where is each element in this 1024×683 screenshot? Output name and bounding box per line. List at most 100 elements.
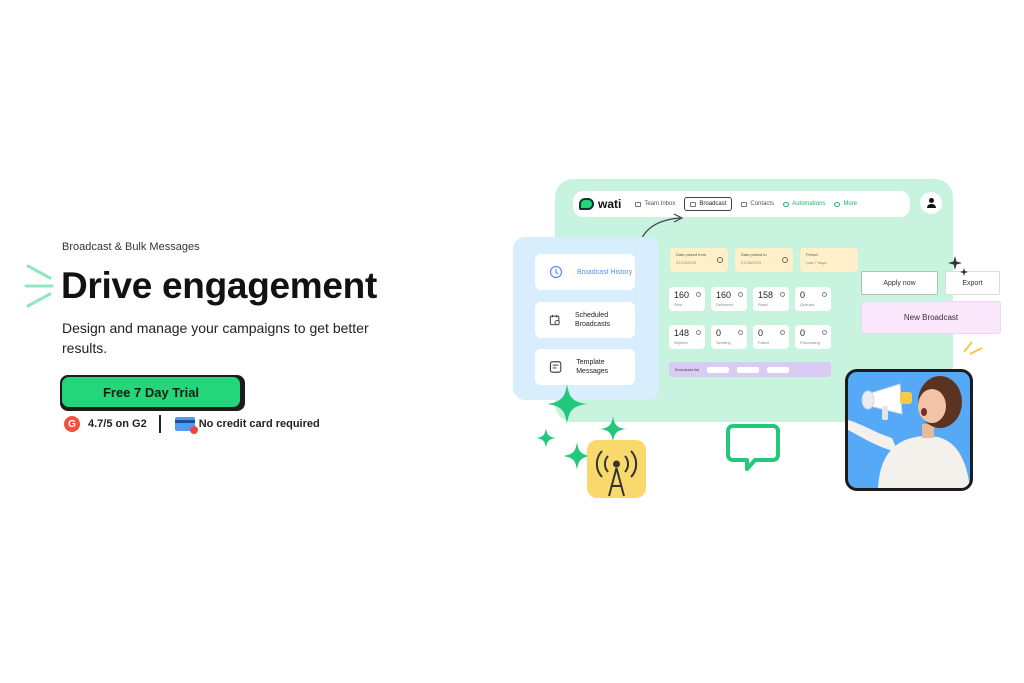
date-to-value: 07/26/2023 <box>741 260 762 265</box>
app-navbar: wati Team Inbox Broadcast Contacts Autom… <box>573 191 910 217</box>
no-card-text: No credit card required <box>198 418 320 430</box>
avatar-head <box>928 198 934 203</box>
menu-template-messages[interactable]: Template Messages <box>535 349 635 385</box>
nav-more[interactable]: More <box>834 201 857 207</box>
green-sparkle-medium-icon <box>563 442 591 470</box>
menu-label: Scheduled Broadcasts <box>575 312 611 328</box>
stat-icon <box>822 330 827 335</box>
menu-label: Template Messages <box>576 359 609 375</box>
green-sparkle-icon <box>547 384 587 424</box>
filter-field[interactable] <box>737 366 760 373</box>
apply-now-button[interactable]: Apply now <box>861 271 938 295</box>
history-icon <box>549 265 563 279</box>
menu-broadcast-history[interactable]: Broadcast History <box>535 254 635 290</box>
period-select[interactable]: Period Last 7 days <box>800 248 858 272</box>
nav-broadcast[interactable]: Broadcast <box>684 197 733 211</box>
stat-value: 0 <box>716 328 722 338</box>
filter-field[interactable] <box>707 366 730 373</box>
export-button[interactable]: Export <box>945 271 1000 295</box>
stat-label: Processing <box>800 340 820 345</box>
nav-label: Broadcast <box>699 201 727 207</box>
stat-value: 0 <box>800 290 806 300</box>
date-to-field[interactable]: Date picked to 07/26/2023 <box>735 248 793 272</box>
broadcast-icon <box>690 201 697 207</box>
nav-team-inbox[interactable]: Team Inbox <box>635 201 675 207</box>
nav-contacts[interactable]: Contacts <box>741 201 774 207</box>
stat-value: 0 <box>758 328 764 338</box>
stat-icon <box>738 330 743 335</box>
stat-label: Failed <box>758 340 769 345</box>
date-from-field[interactable]: Date picked from 07/19/2023 <box>670 248 728 272</box>
stat-icon <box>780 292 785 297</box>
calendar-clock-icon <box>549 314 560 326</box>
period-value: Last 7 days <box>806 260 827 265</box>
period-label: Period <box>806 252 818 257</box>
nav-label: Contacts <box>750 201 775 207</box>
stat-value: 148 <box>674 328 690 338</box>
broadcast-list-bar: Broadcast list <box>669 362 831 377</box>
stat-label: Read <box>758 302 768 307</box>
stat-icon <box>780 330 785 335</box>
chat-logo-icon <box>579 198 594 210</box>
more-icon <box>834 201 841 207</box>
broadcast-list-label: Broadcast list <box>675 367 700 372</box>
cta-shadow: Free 7 Day Trial <box>60 375 245 411</box>
sparkle-icon <box>948 256 968 276</box>
user-avatar-icon[interactable] <box>920 192 942 214</box>
date-from-value: 07/19/2023 <box>676 260 697 265</box>
person-megaphone-image <box>845 369 973 491</box>
nav-label: Team Inbox <box>644 201 676 207</box>
stat-label: Sent <box>674 302 683 307</box>
contacts-icon <box>741 201 748 207</box>
logo-text: wati <box>598 197 622 211</box>
g2-logo-icon: G <box>64 416 80 432</box>
wati-logo: wati <box>579 197 621 211</box>
stat-value: 160 <box>716 290 732 300</box>
filter-field[interactable] <box>767 366 790 373</box>
date-from-label: Date picked from <box>676 252 707 257</box>
green-sparkle-top-icon <box>600 416 626 442</box>
date-to-label: Date picked to <box>741 252 767 257</box>
broadcast-tower-tile <box>587 440 646 498</box>
nav-label: More <box>843 201 858 207</box>
shout-lines-icon <box>963 341 983 355</box>
stat-label: Replied <box>674 340 688 345</box>
stat-value: 160 <box>674 290 690 300</box>
menu-scheduled-broadcasts[interactable]: Scheduled Broadcasts <box>535 302 635 338</box>
chat-bubble-icon <box>726 424 780 471</box>
inbox-icon <box>635 201 642 207</box>
menu-label: Broadcast History <box>577 268 633 276</box>
credit-card-icon <box>174 417 198 434</box>
broadcast-tower-icon <box>595 450 638 497</box>
trust-row: G 4.7/5 on G2 No credit card required <box>64 415 320 434</box>
avatar-body <box>926 204 936 208</box>
free-trial-button[interactable]: Free 7 Day Trial <box>62 377 240 407</box>
nav-label: Automations <box>792 201 826 207</box>
stat-label: Queued <box>800 302 815 307</box>
automation-icon <box>783 201 790 207</box>
stat-value: 158 <box>758 290 774 300</box>
calendar-icon <box>717 257 723 263</box>
divider <box>158 415 161 433</box>
new-broadcast-button[interactable]: New Broadcast <box>861 301 1001 334</box>
page-title: Drive engagement <box>61 265 377 306</box>
nav-automations[interactable]: Automations <box>783 201 825 207</box>
page-subtitle: Design and manage your campaigns to get … <box>62 320 369 356</box>
stat-icon <box>738 292 743 297</box>
person-illustration <box>848 376 970 488</box>
green-sparkle-small-icon <box>536 428 556 448</box>
stat-value: 0 <box>800 328 806 338</box>
stat-label: Sending <box>716 340 731 345</box>
rating-text: 4.7/5 on G2 <box>88 418 147 430</box>
calendar-icon <box>782 257 788 263</box>
stat-icon <box>696 330 701 335</box>
template-icon <box>549 361 562 373</box>
